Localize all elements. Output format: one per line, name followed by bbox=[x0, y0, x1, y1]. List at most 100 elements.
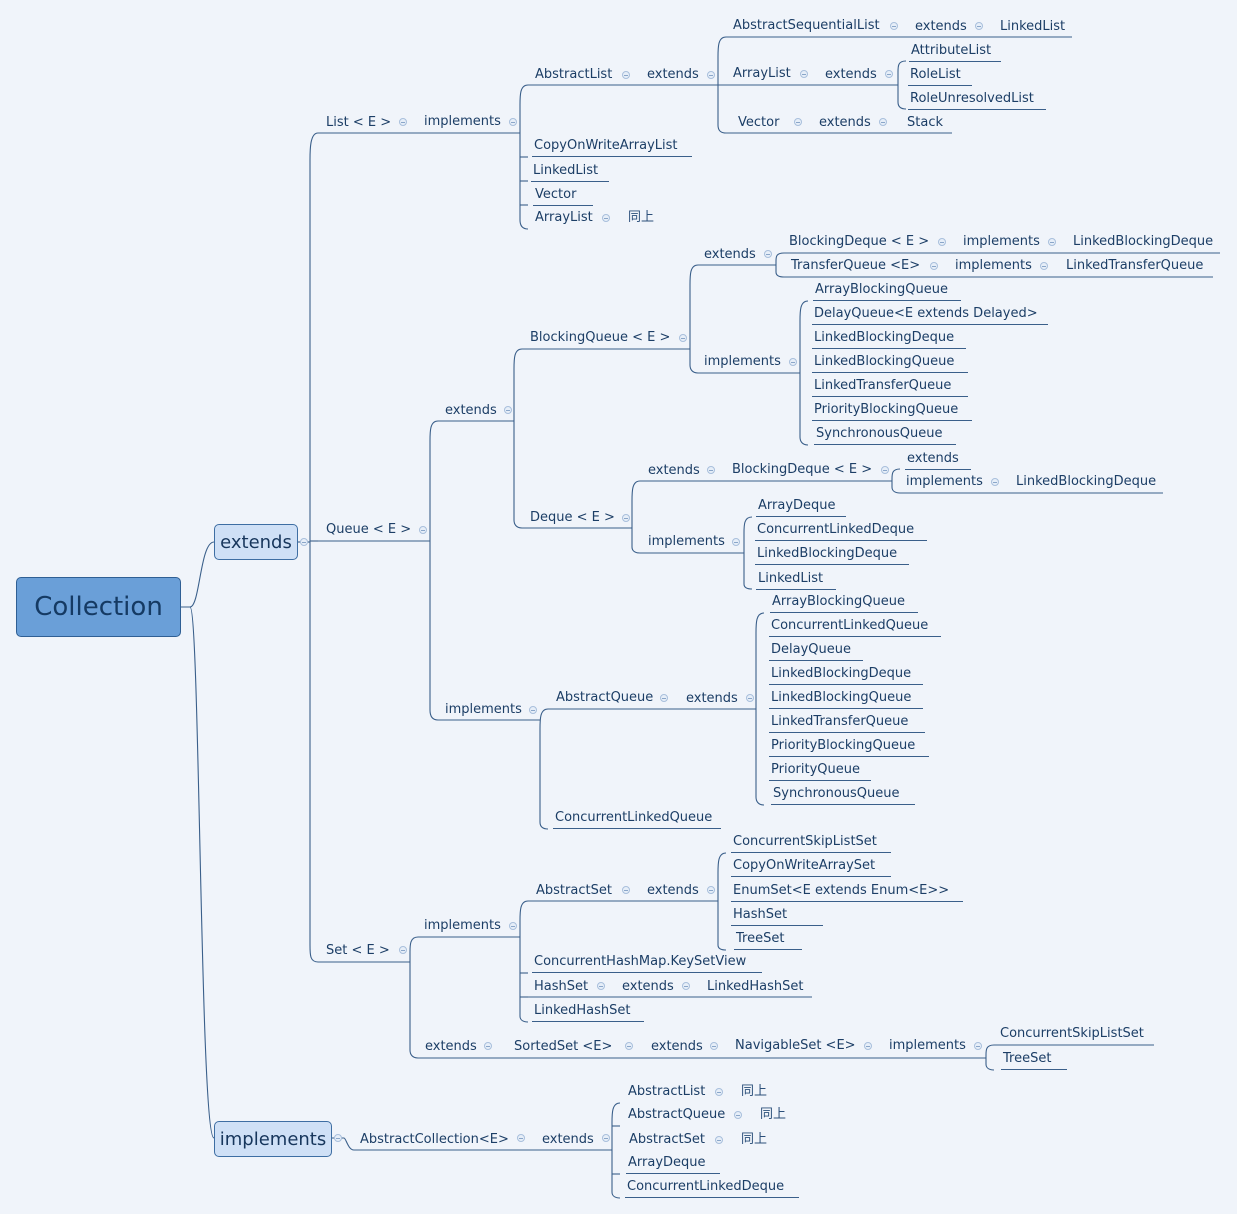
ns-tree-set-node[interactable]: TreeSet bbox=[1001, 1051, 1067, 1070]
collapse-toggle-icon[interactable] bbox=[707, 466, 715, 474]
abstract-collection-node[interactable]: AbstractCollection<E> bbox=[360, 1132, 509, 1147]
set-linked-hash-set-node[interactable]: LinkedHashSet bbox=[707, 979, 804, 994]
list-vector-node[interactable]: Vector bbox=[533, 187, 593, 206]
collapse-toggle-icon[interactable] bbox=[504, 406, 512, 414]
copy-on-write-array-set-node[interactable]: CopyOnWriteArraySet bbox=[731, 858, 891, 877]
bq-linked-blocking-deque-node[interactable]: LinkedBlockingDeque bbox=[812, 330, 966, 349]
enum-set-node[interactable]: EnumSet<E extends Enum<E>> bbox=[731, 883, 963, 902]
bq-blocking-deque-node[interactable]: BlockingDeque < E > bbox=[789, 234, 930, 249]
array-deque-node[interactable]: ArrayDeque bbox=[756, 498, 846, 517]
aq-delay-queue-node[interactable]: DelayQueue bbox=[769, 642, 863, 661]
collapse-toggle-icon[interactable] bbox=[399, 946, 407, 954]
asl-extends-label[interactable]: extends bbox=[915, 19, 967, 34]
aq-synchronous-queue-node[interactable]: SynchronousQueue bbox=[771, 786, 915, 805]
collapse-toggle-icon[interactable] bbox=[660, 694, 668, 702]
set-implements-label[interactable]: implements bbox=[424, 918, 501, 933]
as-hash-set-node[interactable]: HashSet bbox=[731, 907, 823, 926]
collapse-toggle-icon[interactable] bbox=[879, 118, 887, 126]
as-concurrent-skip-list-set-node[interactable]: ConcurrentSkipListSet bbox=[731, 834, 891, 853]
bq-linked-transfer-queue-node[interactable]: LinkedTransferQueue bbox=[812, 378, 968, 397]
bq-array-blocking-queue-node[interactable]: ArrayBlockingQueue bbox=[813, 282, 961, 301]
collapse-toggle-icon[interactable] bbox=[890, 22, 898, 30]
collapse-toggle-icon[interactable] bbox=[975, 22, 983, 30]
collapse-toggle-icon[interactable] bbox=[885, 70, 893, 78]
abstract-queue-extends-label[interactable]: extends bbox=[686, 691, 738, 706]
collapse-toggle-icon[interactable] bbox=[622, 514, 630, 522]
collapse-toggle-icon[interactable] bbox=[707, 886, 715, 894]
dq-linked-blocking-deque-node[interactable]: LinkedBlockingDeque bbox=[755, 546, 909, 565]
queue-implements-label[interactable]: implements bbox=[445, 702, 522, 717]
queue-extends-label[interactable]: extends bbox=[445, 403, 497, 418]
ns-concurrent-skip-list-set-node[interactable]: ConcurrentSkipListSet bbox=[1000, 1026, 1144, 1041]
collapse-toggle-icon[interactable] bbox=[484, 1042, 492, 1050]
branch-extends-node[interactable]: extends bbox=[214, 524, 298, 560]
blocking-queue-node[interactable]: BlockingQueue < E > bbox=[530, 330, 671, 345]
aq-concurrent-linked-queue-node[interactable]: ConcurrentLinkedQueue bbox=[769, 618, 941, 637]
attribute-list-node[interactable]: AttributeList bbox=[909, 43, 1001, 62]
collapse-toggle-icon[interactable] bbox=[679, 334, 687, 342]
deque-implements-label[interactable]: implements bbox=[648, 534, 725, 549]
array-list-extends-label[interactable]: extends bbox=[825, 67, 877, 82]
list-array-list-node[interactable]: ArrayList bbox=[535, 210, 593, 225]
collapse-toggle-icon[interactable] bbox=[764, 250, 772, 258]
hash-set-extends-label[interactable]: extends bbox=[622, 979, 674, 994]
bq-linked-blocking-queue-node[interactable]: LinkedBlockingQueue bbox=[812, 354, 968, 373]
collapse-toggle-icon[interactable] bbox=[864, 1042, 872, 1050]
impl-abstract-list-same-label[interactable]: 同上 bbox=[741, 1084, 768, 1099]
impl-abstract-list-node[interactable]: AbstractList bbox=[628, 1084, 706, 1099]
aq-linked-transfer-queue-node[interactable]: LinkedTransferQueue bbox=[769, 714, 925, 733]
set-hash-set-node[interactable]: HashSet bbox=[534, 979, 589, 994]
vector-extends-label[interactable]: extends bbox=[819, 115, 871, 130]
concurrent-linked-queue-node[interactable]: ConcurrentLinkedQueue bbox=[553, 810, 721, 829]
abstract-set-node[interactable]: AbstractSet bbox=[536, 883, 612, 898]
collapse-toggle-icon[interactable] bbox=[734, 1111, 742, 1119]
collapse-toggle-icon[interactable] bbox=[1048, 238, 1056, 246]
set-extends-label[interactable]: extends bbox=[425, 1039, 477, 1054]
collapse-toggle-icon[interactable] bbox=[974, 1042, 982, 1050]
collapse-toggle-icon[interactable] bbox=[509, 118, 517, 126]
queue-node[interactable]: Queue < E > bbox=[326, 522, 412, 537]
transfer-queue-implements-label[interactable]: implements bbox=[955, 258, 1032, 273]
list-node[interactable]: List < E > bbox=[326, 115, 392, 130]
collapse-toggle-icon[interactable] bbox=[715, 1088, 723, 1096]
collapse-toggle-icon[interactable] bbox=[789, 358, 797, 366]
abstract-collection-extends-label[interactable]: extends bbox=[542, 1132, 594, 1147]
collapse-toggle-icon[interactable] bbox=[300, 538, 308, 546]
bq-priority-blocking-queue-node[interactable]: PriorityBlockingQueue bbox=[812, 402, 972, 421]
bq-blocking-deque-implements-label[interactable]: implements bbox=[963, 234, 1040, 249]
impl-abstract-queue-node[interactable]: AbstractQueue bbox=[628, 1107, 726, 1122]
branch-implements-node[interactable]: implements bbox=[214, 1121, 332, 1157]
set-linked-hash-set-2-node[interactable]: LinkedHashSet bbox=[532, 1003, 644, 1022]
transfer-queue-node[interactable]: TransferQueue <E> bbox=[791, 258, 921, 273]
collapse-toggle-icon[interactable] bbox=[991, 478, 999, 486]
blocking-queue-extends-label[interactable]: extends bbox=[704, 247, 756, 262]
stack-node[interactable]: Stack bbox=[907, 115, 943, 130]
list-array-list-same-label[interactable]: 同上 bbox=[628, 210, 655, 225]
abstract-queue-node[interactable]: AbstractQueue bbox=[556, 690, 654, 705]
keyset-view-node[interactable]: ConcurrentHashMap.KeySetView bbox=[532, 954, 762, 973]
collapse-toggle-icon[interactable] bbox=[938, 238, 946, 246]
blocking-queue-implements-label[interactable]: implements bbox=[704, 354, 781, 369]
deque-extends-label[interactable]: extends bbox=[648, 463, 700, 478]
collapse-toggle-icon[interactable] bbox=[1040, 262, 1048, 270]
deque-node[interactable]: Deque < E > bbox=[530, 510, 615, 525]
aq-priority-queue-node[interactable]: PriorityQueue bbox=[769, 762, 871, 781]
dq-concurrent-linked-deque-node[interactable]: ConcurrentLinkedDeque bbox=[755, 522, 927, 541]
linked-transfer-queue-node[interactable]: LinkedTransferQueue bbox=[1066, 258, 1204, 273]
abstract-set-extends-label[interactable]: extends bbox=[647, 883, 699, 898]
collapse-toggle-icon[interactable] bbox=[602, 1134, 610, 1142]
collapse-toggle-icon[interactable] bbox=[622, 71, 630, 79]
collapse-toggle-icon[interactable] bbox=[529, 706, 537, 714]
linked-list-node[interactable]: LinkedList bbox=[1000, 19, 1066, 34]
bq-synchronous-queue-node[interactable]: SynchronousQueue bbox=[814, 426, 956, 445]
impl-abstract-set-same-label[interactable]: 同上 bbox=[741, 1132, 768, 1147]
collapse-toggle-icon[interactable] bbox=[334, 1134, 342, 1142]
dq-linked-list-node[interactable]: LinkedList bbox=[756, 571, 836, 590]
collapse-toggle-icon[interactable] bbox=[597, 982, 605, 990]
collapse-toggle-icon[interactable] bbox=[746, 694, 754, 702]
dq-linked-blocking-deque-node[interactable]: LinkedBlockingDeque bbox=[1016, 474, 1157, 489]
abstract-sequential-list-node[interactable]: AbstractSequentialList bbox=[733, 18, 880, 33]
aq-array-blocking-queue-node[interactable]: ArrayBlockingQueue bbox=[770, 594, 918, 613]
sorted-set-node[interactable]: SortedSet <E> bbox=[514, 1039, 613, 1054]
impl-array-deque-node[interactable]: ArrayDeque bbox=[626, 1155, 720, 1174]
